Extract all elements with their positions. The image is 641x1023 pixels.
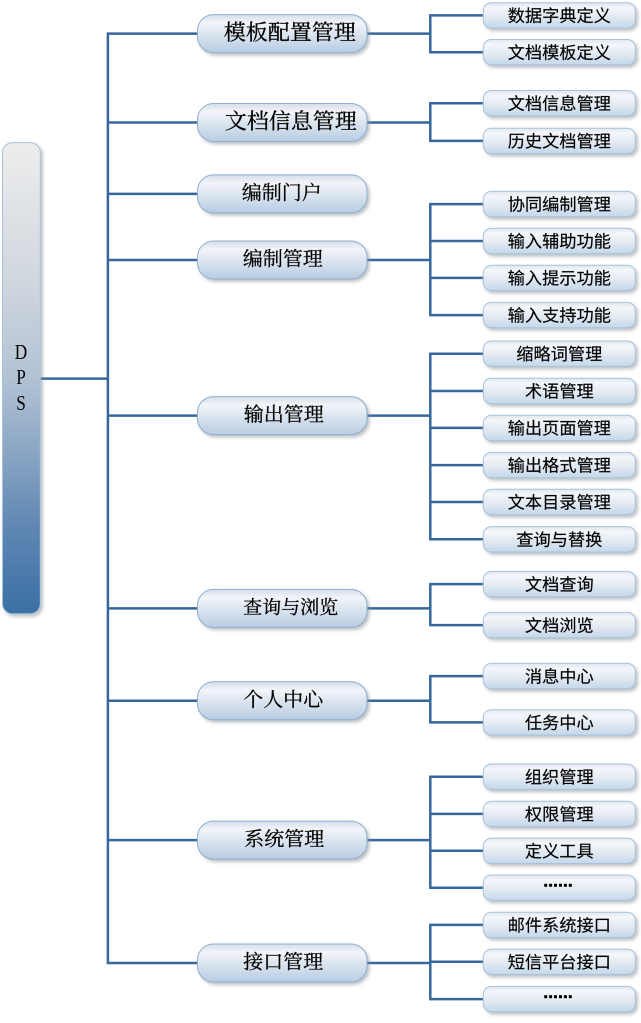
svg-text:D: D bbox=[15, 342, 28, 365]
svg-text:S: S bbox=[16, 393, 26, 416]
svg-text:P: P bbox=[16, 367, 26, 390]
